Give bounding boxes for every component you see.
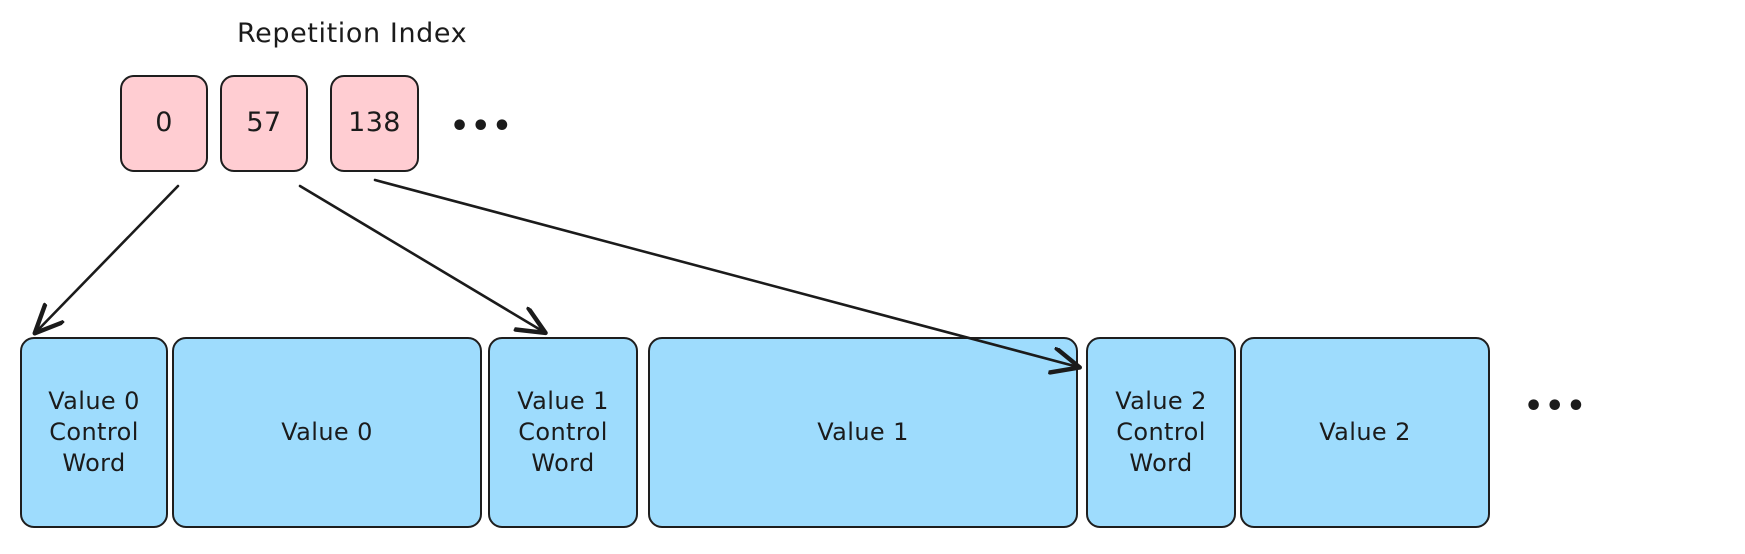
arrow-index-57-to-value-1-control-word [298, 184, 544, 332]
value-1-control-word-label: Value 1 Control Word [517, 387, 609, 477]
repetition-index-cell-1[interactable]: 57 [220, 75, 308, 172]
repetition-index-title: Repetition Index [237, 18, 468, 49]
repetition-index-cell-2[interactable]: 138 [330, 75, 419, 172]
value-1-block[interactable]: Value 1 [648, 337, 1078, 528]
value-0-control-word-block[interactable]: Value 0 Control Word [20, 337, 168, 528]
value-2-control-word-label: Value 2 Control Word [1115, 387, 1207, 477]
value-1-control-word-block[interactable]: Value 1 Control Word [488, 337, 638, 528]
value-1-label: Value 1 [817, 418, 909, 447]
arrow-index-0-to-value-0-control-word [36, 184, 180, 332]
value-0-control-word-label: Value 0 Control Word [48, 387, 140, 477]
repetition-index-cell-0[interactable]: 0 [120, 75, 208, 172]
repetition-index-ellipsis: ••• [450, 109, 514, 144]
value-2-block[interactable]: Value 2 [1240, 337, 1490, 528]
value-0-label: Value 0 [281, 418, 373, 447]
data-row-ellipsis: ••• [1524, 389, 1588, 424]
value-2-label: Value 2 [1319, 418, 1411, 447]
repetition-index-cell-1-label: 57 [246, 107, 282, 139]
repetition-index-cell-2-label: 138 [348, 107, 401, 139]
repetition-index-cell-0-label: 0 [155, 107, 173, 139]
value-0-block[interactable]: Value 0 [172, 337, 482, 528]
value-2-control-word-block[interactable]: Value 2 Control Word [1086, 337, 1236, 528]
